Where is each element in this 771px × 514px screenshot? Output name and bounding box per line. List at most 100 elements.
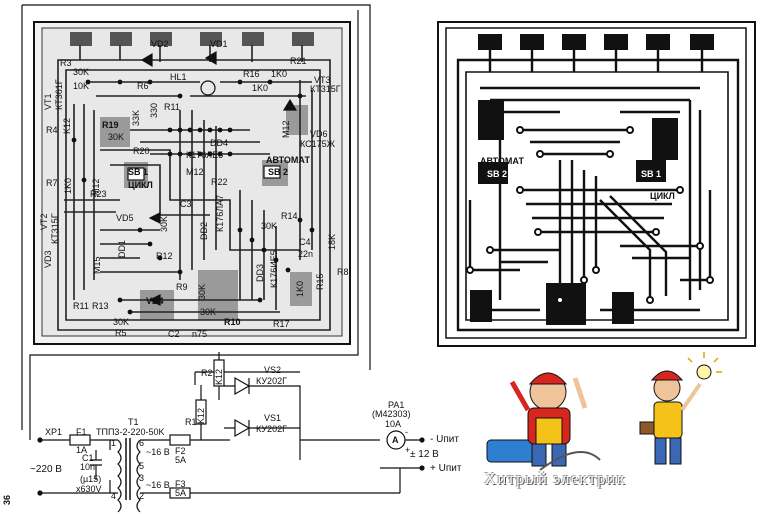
label-sb2-copper: SB 2 [487,169,508,179]
label-vt1: VT1 [43,93,53,110]
label-f2: F2 [175,446,186,456]
label-r4: R4 [46,125,58,135]
label-10k-a: 10K [73,81,90,91]
label-m42303: (М42303) [372,409,411,419]
label-kt315-a: КТ315Г [310,84,341,94]
label-r13: R13 [92,301,109,311]
label-r20: R20 [133,146,150,156]
label-f1: F1 [76,427,87,437]
label-avtomat: АВТОМАТ [266,155,310,165]
cartoon-electrician-right [639,352,722,465]
label-r19: R19 [102,120,119,130]
label-r2: R2 [201,368,213,378]
label-vs2: VS2 [264,365,282,375]
label-r6: R6 [137,81,149,91]
label-f3: F3 [175,479,186,489]
label-1a: 1A [76,445,88,455]
component-board [33,21,351,345]
label-minus: - [405,427,408,437]
label-30k-c: 30K [159,215,169,232]
label-k12-a: K12 [62,117,72,134]
label-vt2: VT2 [39,213,49,230]
component-traces [57,45,331,331]
component-symbols [127,50,298,306]
label-k176le5: К176ЛЕ5 [186,150,224,160]
copper-top-pads [478,34,714,50]
label-220v: ~220 В [30,464,62,475]
label-18k: 18K [327,233,337,250]
label-r22: R22 [211,177,228,187]
watermark-text: Хитрый электрик [484,469,626,488]
label-1k0-d: 1K0 [295,280,305,297]
label-n75: n75 [192,329,208,339]
label-33k: 33K [131,109,141,126]
label-tsikl-copper: ЦИКЛ [650,191,675,201]
label-r1: R1 [185,417,197,427]
label-pin5: 5 [139,461,145,471]
label-pin4: 4 [111,491,117,501]
label-pin3: 3 [139,473,145,483]
label-hl1: HL1 [170,72,187,82]
label-vd5: VD5 [116,213,134,223]
label-330: 330 [149,102,159,118]
label-30k-g: 30K [113,317,130,327]
label-vt3: VT3 [314,75,331,85]
label-1k0-a: 1K0 [271,69,288,79]
label-m12-a: M12 [281,120,291,138]
label-pin6: 6 [139,438,145,448]
label-r11-b: R11 [73,301,89,311]
label-avtomat-copper: АВТОМАТ [480,156,524,166]
copper-pads [466,126,714,304]
label-r17: R17 [273,319,290,329]
label-5a-b: 5A [175,488,187,498]
label-vd2: VD2 [151,39,169,49]
label-r14: R14 [281,211,298,221]
label-30k-a: 30K [73,67,90,77]
label-30k-d: 30K [261,221,278,231]
label-vd4: VD4 [146,296,164,306]
label-kc175: КС175Ж [300,139,335,149]
label-tpp: ТПП3-2-220-50K [96,427,165,437]
copper-traces [456,50,740,332]
label-ammeter-a: A [392,435,399,445]
label-1k0-b: 1K0 [252,83,269,93]
label-30k-b: 30K [108,132,125,142]
label-vd6: VD6 [310,129,328,139]
label-pin1: 1 [111,438,117,448]
label-k12-c: K12 [196,407,206,424]
board-output-wires [21,4,371,440]
label-pa1: PA1 [388,400,405,410]
label-c2: C2 [168,329,180,339]
label-r7: R7 [46,178,58,188]
label-r12: R12 [156,251,173,261]
copper-board [437,21,756,347]
cartoon-electrician-left [486,372,601,471]
label-c4: C4 [299,237,311,247]
label-upit-plus: + Uпит [430,463,462,474]
label-r15: R15 [315,273,325,290]
label-12v: ± 12 В [410,449,439,460]
label-vd3: VD3 [43,250,53,268]
label-dd3: DD3 [255,263,265,282]
label-t1: T1 [128,417,139,427]
label-10a: 10A [385,419,402,429]
label-sb2: SB 2 [268,167,289,177]
label-c1: C1 [82,453,94,463]
label-kt361: КТ361Г [54,79,64,110]
label-ku202-a: КУ202Г [256,376,287,386]
label-5a-a: 5A [175,455,187,465]
label-plus: + [405,445,411,455]
label-c3: C3 [180,199,192,209]
label-r9: R9 [176,282,188,292]
label-30k-f: 30K [200,307,217,317]
label-dd2: DD2 [199,221,209,240]
label-page-number: 36 [2,494,12,505]
label-dd4: DD4 [210,138,229,148]
label-upit-minus: - Uпит [430,434,459,445]
label-r8: R8 [337,267,349,277]
component-pads [71,79,315,315]
label-16v-b: ~16 В [146,480,170,490]
copper-blocks [470,100,678,325]
label-vd1: VD1 [210,39,228,49]
